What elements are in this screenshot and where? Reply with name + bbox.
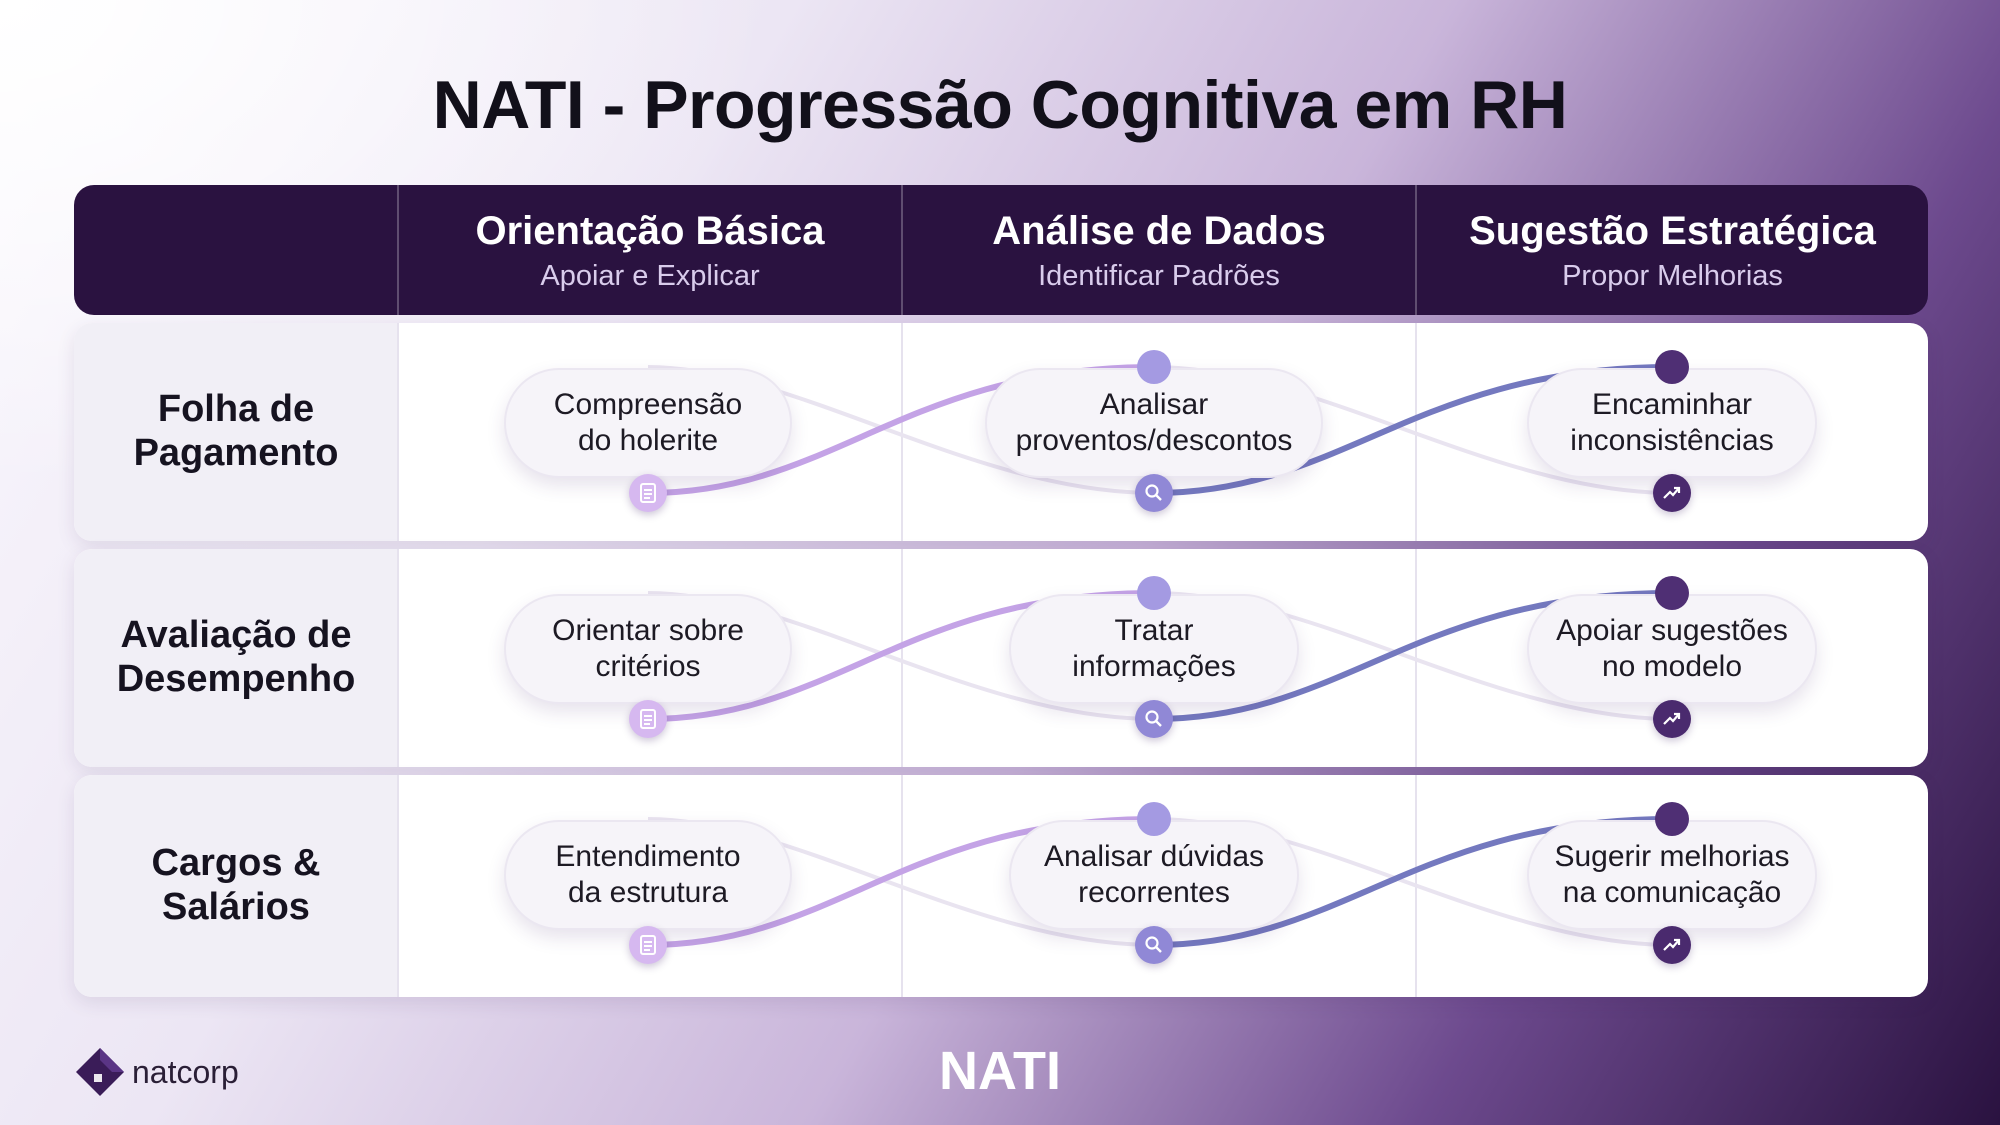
trend-up-icon	[1653, 700, 1691, 738]
column-subtitle: Propor Melhorias	[1562, 260, 1783, 292]
row-label: Cargos & Salários	[74, 775, 398, 997]
row-divider	[901, 323, 903, 541]
header-divider	[1415, 185, 1417, 315]
search-icon	[1135, 474, 1173, 512]
row-label: Avaliação de Desempenho	[74, 549, 398, 767]
stage-card: Compreensão do holerite	[504, 368, 792, 478]
stage-card: Tratar informações	[1009, 594, 1299, 704]
trend-up-icon	[1653, 474, 1691, 512]
table-row-positions-salaries: Cargos & Salários Entendimento da estrut…	[74, 775, 1928, 997]
column-header-analysis: Análise de Dados Identificar Padrões	[903, 185, 1415, 315]
stage-card-text: Tratar informações	[1072, 614, 1236, 683]
row-label: Folha de Pagamento	[74, 323, 398, 541]
natcorp-logo-icon	[76, 1048, 124, 1096]
document-icon	[629, 926, 667, 964]
row-divider	[397, 775, 399, 997]
stage-card: Entendimento da estrutura	[504, 820, 792, 930]
search-icon	[1135, 926, 1173, 964]
column-title: Sugestão Estratégica	[1469, 209, 1876, 253]
column-title: Análise de Dados	[992, 209, 1326, 253]
footer-brand: NATI	[939, 1041, 1061, 1101]
stage-card-text: Analisar dúvidas recorrentes	[1043, 840, 1265, 909]
stage-card-text: Entendimento da estrutura	[555, 840, 741, 909]
stage-card: Encaminhar inconsistências	[1527, 368, 1817, 478]
stage-card-text: Orientar sobre critérios	[552, 614, 744, 683]
stage-card-text: Compreensão do holerite	[553, 388, 743, 457]
header-divider	[397, 185, 399, 315]
column-subtitle: Identificar Padrões	[1038, 260, 1280, 292]
page-title: NATI - Progressão Cognitiva em RH	[432, 67, 1568, 143]
column-header-basic: Orientação Básica Apoiar e Explicar	[399, 185, 901, 315]
stage-card: Apoiar sugestões no modelo	[1527, 594, 1817, 704]
table-header: Orientação Básica Apoiar e Explicar Anál…	[74, 185, 1928, 315]
stage-card-text: Sugerir melhorias na comunicação	[1554, 840, 1790, 909]
table-row-payroll: Folha de Pagamento Compreensão do holeri…	[74, 323, 1928, 541]
row-label-text: Avaliação de Desempenho	[116, 614, 356, 700]
header-divider	[901, 185, 903, 315]
stage-card: Sugerir melhorias na comunicação	[1527, 820, 1817, 930]
document-icon	[629, 474, 667, 512]
node-dot	[1137, 576, 1171, 610]
stage-card: Analisar dúvidas recorrentes	[1009, 820, 1299, 930]
search-icon	[1135, 700, 1173, 738]
stage-card-text: Apoiar sugestões no modelo	[1556, 614, 1788, 683]
row-label-text: Folha de Pagamento	[133, 388, 339, 474]
column-title: Orientação Básica	[475, 209, 825, 253]
node-dot	[1137, 350, 1171, 384]
trend-up-icon	[1653, 926, 1691, 964]
row-divider	[397, 323, 399, 541]
node-dot	[1655, 350, 1689, 384]
stage-card-text: Analisar proventos/descontos	[1015, 388, 1293, 457]
stage-card: Orientar sobre critérios	[504, 594, 792, 704]
node-dot	[1137, 802, 1171, 836]
row-divider	[397, 549, 399, 767]
stage-card: Analisar proventos/descontos	[985, 368, 1323, 478]
column-subtitle: Apoiar e Explicar	[540, 260, 760, 292]
row-label-text: Cargos & Salários	[151, 842, 321, 928]
logo-text: natcorp	[132, 1053, 239, 1090]
table-row-performance: Avaliação de Desempenho Orientar sobre c…	[74, 549, 1928, 767]
natcorp-logo: natcorp	[72, 1044, 239, 1100]
node-dot	[1655, 802, 1689, 836]
stage-card-text: Encaminhar inconsistências	[1570, 388, 1774, 457]
node-dot	[1655, 576, 1689, 610]
progression-table: Orientação Básica Apoiar e Explicar Anál…	[74, 185, 1928, 997]
column-header-strategic: Sugestão Estratégica Propor Melhorias	[1417, 185, 1928, 315]
row-divider	[901, 549, 903, 767]
document-icon	[629, 700, 667, 738]
